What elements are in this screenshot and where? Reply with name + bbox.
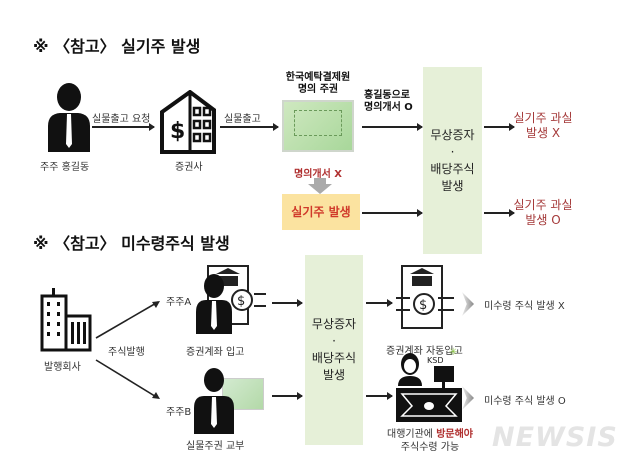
- down-arrow-icon: [308, 178, 332, 194]
- holder-b-label: 주주B: [166, 407, 192, 418]
- result1-text: 실기주 과실 발생 X: [512, 111, 574, 141]
- issue-arrows: [95, 301, 160, 399]
- arrow-agent: [366, 392, 393, 400]
- result1-line1: 실기주 과실: [513, 111, 573, 125]
- release-label: 실물출고: [224, 114, 261, 125]
- arrow-a-center: [272, 299, 303, 307]
- center2-line2: 배당주식: [311, 351, 357, 365]
- center-dot: ·: [450, 144, 455, 159]
- cert-title-line2: 명의 주권: [297, 84, 339, 95]
- person-icon: [48, 83, 90, 152]
- transfer-no-label: 명의개서 X: [294, 169, 342, 180]
- result1-line2: 발생 X: [525, 126, 561, 140]
- section1-title: ※ 〈참고〉 실기주 발생: [33, 37, 201, 56]
- agent-visit-highlight: 방문해야: [436, 429, 473, 440]
- cert-title-line1: 한국예탁결제원: [285, 72, 351, 83]
- bonus-dividend-box: 무상증자 · 배당주식 발생: [423, 67, 482, 254]
- auto-deposit-account-icon: $: [396, 265, 454, 329]
- issuer-label: 발행회사: [44, 362, 81, 373]
- agent-caption: 대행기관에 방문해야 주식수령 가능: [380, 428, 480, 454]
- unclaimed-stock-box: 실기주 발생: [282, 194, 360, 230]
- holder-a-account-icon: $: [196, 265, 266, 334]
- section2-title: ※ 〈참고〉 미수령주식 발생: [33, 234, 230, 253]
- result2-line2: 발생 O: [525, 213, 561, 227]
- center-line1: 무상증자: [430, 127, 475, 142]
- ksd-label: KSD: [427, 356, 444, 365]
- chevron-right-icon: [462, 292, 474, 316]
- holder-b-caption: 실물주권 교부: [186, 441, 245, 452]
- agent-caption-line1: 대행기관에: [387, 429, 437, 440]
- arrow-result2: [484, 209, 515, 217]
- transfer-yes-line1: 홍길동으로: [364, 90, 410, 101]
- shareholder-label: 주주 홍길동: [40, 162, 90, 173]
- arrow-request: [92, 123, 155, 131]
- center2-line1: 무상증자: [311, 317, 357, 331]
- chevron-right-icon: [462, 386, 474, 410]
- arrow-result1: [484, 123, 515, 131]
- broker-building-icon: $: [160, 90, 216, 154]
- center-line3: 발생: [441, 178, 464, 193]
- arrow-b-center: [272, 392, 303, 400]
- newsis-watermark: NEWSIS: [492, 422, 618, 453]
- issue-label: 주식발행: [108, 347, 145, 358]
- center2-dot: ·: [332, 334, 336, 348]
- result2-line1: 실기주 과실: [513, 198, 573, 212]
- agent-desk-icon: [396, 353, 462, 422]
- broker-label: 증권사: [175, 162, 203, 173]
- sparkle-icon: ✳: [449, 347, 458, 358]
- center2-line3: 발생: [322, 368, 346, 382]
- transfer-yes-label: 홍길동으로 명의개서 O: [364, 90, 413, 114]
- stock-certificate-image: [282, 100, 354, 152]
- bonus-dividend-box-2: 무상증자 · 배당주식 발생: [305, 255, 363, 445]
- company-building-icon: [40, 288, 92, 352]
- result-b-text: 미수령 주식 발생 O: [484, 396, 566, 407]
- center-line2: 배당주식: [430, 161, 475, 176]
- result-a-text: 미수령 주식 발생 X: [484, 301, 565, 312]
- arrow-unclaimed: [362, 209, 423, 217]
- svg-text:$: $: [419, 298, 427, 313]
- holder-a-label: 주주A: [166, 297, 192, 308]
- arrow-auto-deposit: [366, 299, 393, 307]
- result2-text: 실기주 과실 발생 O: [512, 198, 574, 228]
- svg-text:$: $: [170, 119, 185, 144]
- transfer-yes-line2: 명의개서 O: [364, 102, 413, 113]
- arrow-release: [220, 123, 279, 131]
- holder-b-person-icon: [194, 368, 234, 434]
- agent-caption-line2: 주식수령 가능: [400, 442, 460, 453]
- arrow-transfer: [362, 123, 423, 131]
- auto-deposit-label: 증권계좌 자동입고: [386, 346, 463, 357]
- holder-a-caption: 증권계좌 입고: [186, 347, 245, 358]
- request-label: 실물출고 요청: [92, 114, 151, 125]
- cert-title: 한국예탁결제원 명의 주권: [282, 72, 354, 96]
- svg-text:$: $: [237, 294, 245, 309]
